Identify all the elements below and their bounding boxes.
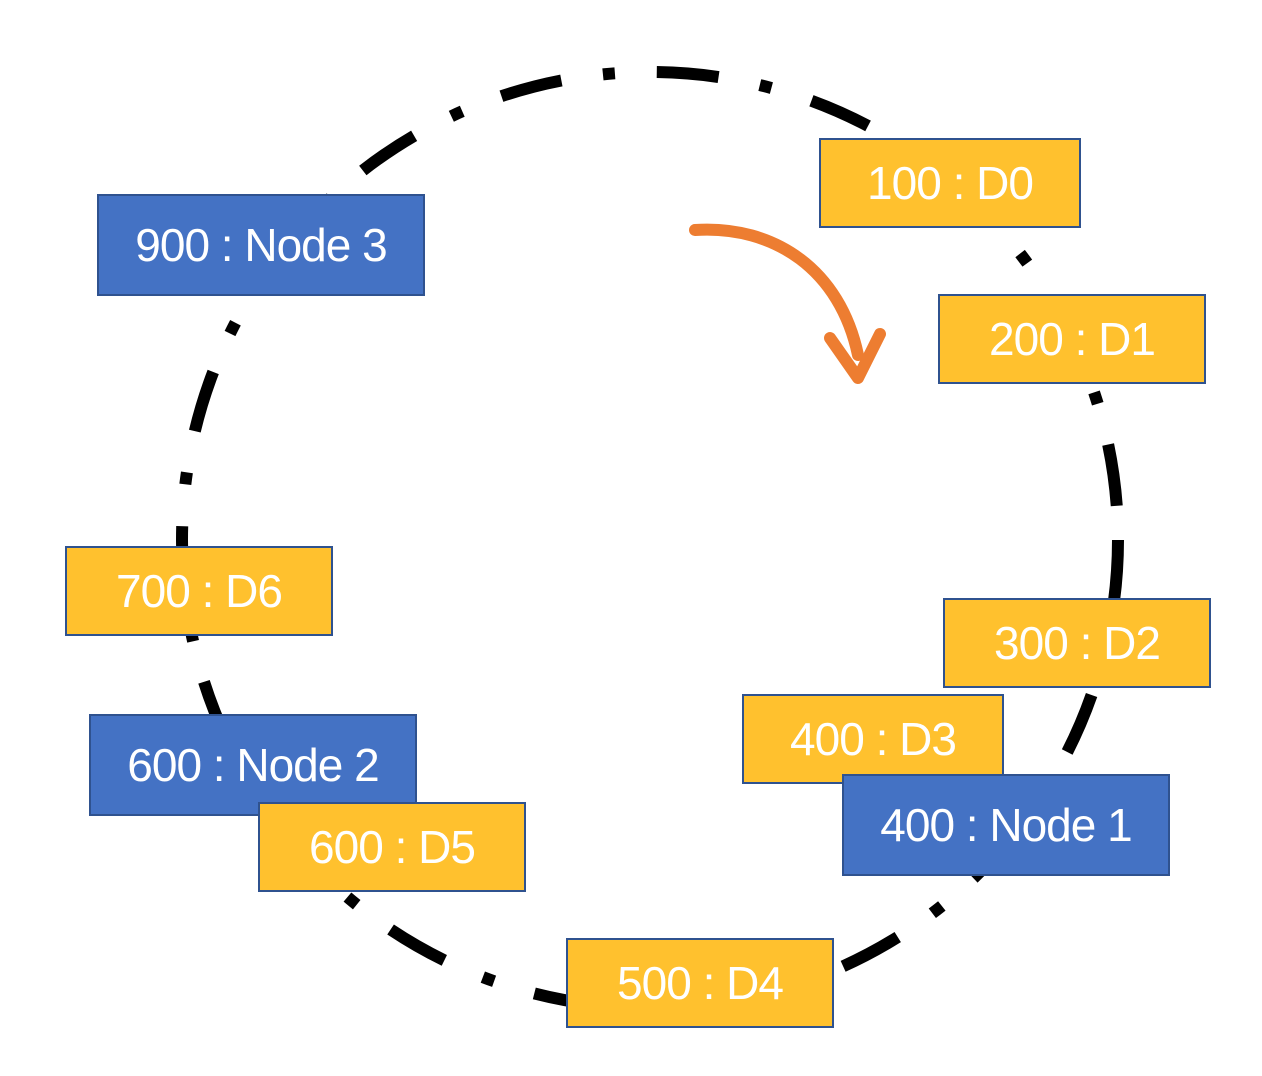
data-item-d3: 400 : D3 [742,694,1004,784]
node-3: 900 : Node 3 [97,194,425,296]
data-item-d5: 600 : D5 [258,802,526,892]
data-item-d0: 100 : D0 [819,138,1081,228]
node-1: 400 : Node 1 [842,774,1170,876]
node-2: 600 : Node 2 [89,714,417,816]
data-item-d2: 300 : D2 [943,598,1211,688]
data-item-d6: 700 : D6 [65,546,333,636]
ring-circle [176,66,1124,1014]
direction-arrow-icon [689,223,886,384]
data-item-d1: 200 : D1 [938,294,1206,384]
data-item-d4: 500 : D4 [566,938,834,1028]
